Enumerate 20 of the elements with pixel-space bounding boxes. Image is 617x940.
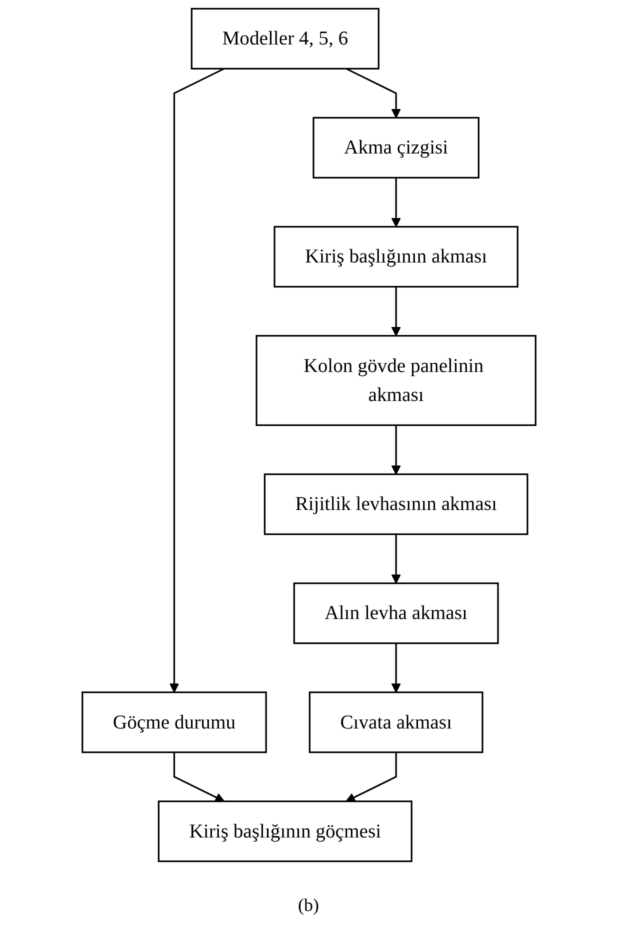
node-box <box>190 8 379 70</box>
node-box <box>273 226 518 288</box>
arrow <box>390 534 400 584</box>
arrow <box>168 68 224 693</box>
flowchart: Modeller 4, 5, 6 Akma çizgisi Göçme durumu Kiriş başlığının akması Kolon gövde panelinin akması Rijitlik levhasının akması Alın levha akması Cıvata akması Kiriş başlığının göçmesi <box>8 0 608 870</box>
node-box <box>312 116 479 179</box>
arrow <box>390 643 400 693</box>
arrow <box>345 752 396 802</box>
arrow <box>390 286 400 336</box>
node-box <box>157 800 412 862</box>
arrow <box>390 425 400 475</box>
caption: (b) <box>297 895 320 916</box>
node-box <box>255 334 536 426</box>
arrow <box>172 752 224 802</box>
node-box <box>81 691 266 754</box>
arrow <box>345 68 400 118</box>
node-box <box>308 691 483 754</box>
node-box <box>292 582 498 644</box>
arrow <box>390 178 400 228</box>
node-box <box>263 473 528 536</box>
